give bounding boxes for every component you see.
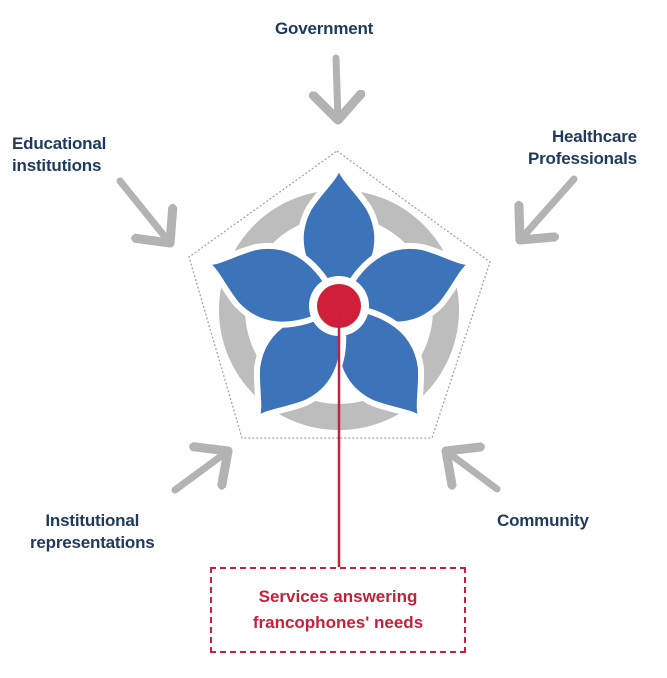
label-healthcare-line1: Healthcare [551,127,637,146]
label-healthcare-professionals: Healthcare Professionals [528,126,637,170]
label-education-line1: Educational [12,134,107,153]
arrow-icon [116,177,170,243]
label-healthcare-line2: Professionals [528,149,637,168]
arrows [116,54,578,494]
label-education-line2: institutions [12,156,102,175]
label-institutional-line1: Institutional [45,511,140,530]
label-government-text: Government [275,19,374,38]
petal [200,242,342,328]
label-institutional-representations: Institutional representations [30,510,155,554]
arrow-icon [336,54,338,120]
services-outcome-box: Services answering francophones' needs [210,567,466,653]
label-educational-institutions: Educational institutions [12,133,106,177]
label-community-text: Community [497,511,589,530]
label-community: Community [497,510,589,532]
services-line2: francophones' needs [252,613,424,632]
arrow-icon [446,451,501,493]
services-line1: Services answering [258,587,418,606]
label-institutional-line2: representations [30,533,155,552]
arrow-icon [520,175,578,240]
arrow-icon [171,451,228,494]
label-government: Government [275,18,373,40]
